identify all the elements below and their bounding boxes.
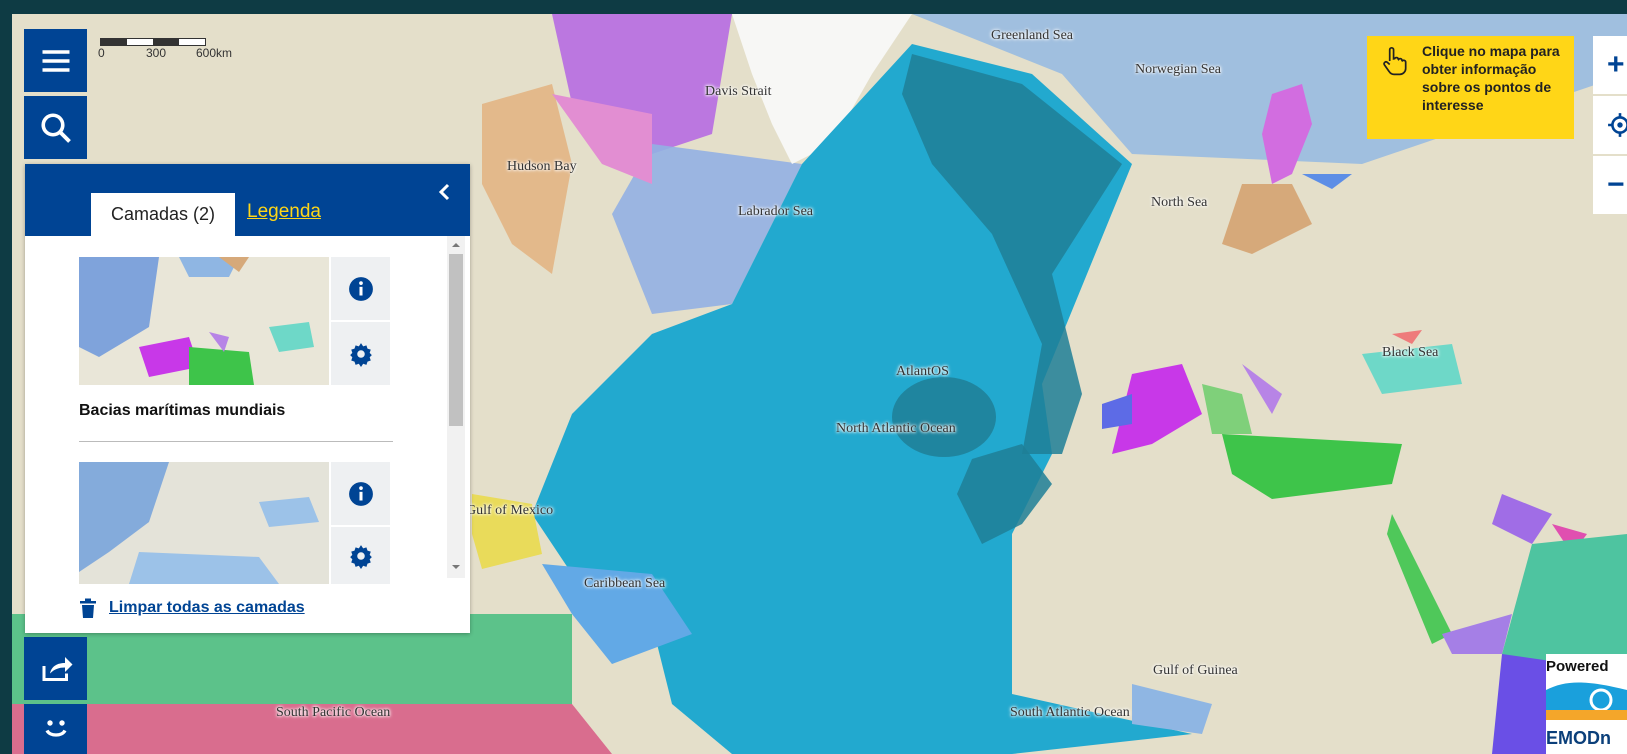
search-button[interactable] xyxy=(24,96,87,159)
tab-legend[interactable]: Legenda xyxy=(247,201,321,222)
layer-separator xyxy=(79,441,393,442)
label-hudson-bay: Hudson Bay xyxy=(507,159,577,174)
info-icon xyxy=(348,481,373,506)
emodnet-logo xyxy=(1546,682,1627,720)
label-caribbean-sea: Caribbean Sea xyxy=(584,576,666,591)
layers-panel: Camadas (2) Legenda Bacias marítimas mun… xyxy=(25,164,470,633)
label-davis-strait: Davis Strait xyxy=(705,84,772,99)
label-labrador-sea: Labrador Sea xyxy=(738,204,814,219)
scale-tick-300: 300 xyxy=(146,46,167,60)
powered-text: Powered xyxy=(1546,658,1609,675)
layer-settings-button[interactable] xyxy=(331,527,390,584)
zoom-out-icon: − xyxy=(1607,168,1625,201)
gear-icon xyxy=(349,342,372,367)
label-south-pacific-ocean: South Pacific Ocean xyxy=(276,705,391,720)
label-greenland-sea: Greenland Sea xyxy=(991,28,1074,43)
layer-thumbnail[interactable] xyxy=(79,462,329,584)
label-atlantos: AtlantOS xyxy=(896,364,949,379)
crosshair-icon xyxy=(1608,113,1627,137)
locate-button[interactable] xyxy=(1593,96,1627,154)
zoom-out-button[interactable]: − xyxy=(1593,156,1627,214)
scroll-up-icon[interactable] xyxy=(451,240,461,250)
scroll-down-icon[interactable] xyxy=(451,562,461,572)
share-button[interactable] xyxy=(24,637,87,700)
pointer-hand-icon xyxy=(1383,46,1407,76)
zoom-in-button[interactable]: + xyxy=(1593,36,1627,94)
label-gulf-of-mexico: Gulf of Mexico xyxy=(466,503,554,518)
info-icon xyxy=(348,276,373,301)
scrollbar-thumb[interactable] xyxy=(449,254,463,426)
layer-thumbnail-image xyxy=(79,462,329,584)
label-south-atlantic-ocean: South Atlantic Ocean xyxy=(1010,705,1130,720)
panel-header: Camadas (2) Legenda xyxy=(25,164,470,236)
layer-info-button[interactable] xyxy=(331,257,390,320)
panel-scrollbar[interactable] xyxy=(447,236,465,578)
trash-icon xyxy=(80,598,96,618)
collapse-panel-icon[interactable] xyxy=(433,180,457,204)
label-north-sea: North Sea xyxy=(1151,195,1208,210)
gear-icon xyxy=(349,544,372,569)
emodnet-brand: EMODn xyxy=(1546,728,1611,748)
zoom-in-icon: + xyxy=(1607,48,1625,81)
layer-settings-button[interactable] xyxy=(331,322,390,385)
label-north-atlantic-ocean: North Atlantic Ocean xyxy=(836,421,956,436)
hamburger-icon xyxy=(42,49,69,72)
clear-all-link[interactable]: Limpar todas as camadas xyxy=(109,599,305,616)
layer-thumbnail[interactable] xyxy=(79,257,329,385)
tab-layers[interactable]: Camadas (2) xyxy=(91,193,235,236)
feedback-button[interactable] xyxy=(24,704,87,754)
layer-info-button[interactable] xyxy=(331,462,390,525)
menu-button[interactable] xyxy=(24,29,87,92)
layer-name: Bacias marítimas mundiais xyxy=(79,402,286,419)
scale-bar: 0 300 600km xyxy=(98,38,240,62)
scale-tick-0: 0 xyxy=(98,46,105,60)
scale-tick-600km: 600km xyxy=(196,46,233,60)
map-info-tooltip: Clique no mapa para obter informação sob… xyxy=(1367,36,1574,139)
label-black-sea: Black Sea xyxy=(1382,345,1439,360)
share-icon xyxy=(42,656,72,681)
smile-icon xyxy=(45,720,66,737)
info-tip-text: Clique no mapa para obter informação sob… xyxy=(1422,43,1560,113)
clear-all-layers[interactable]: Limpar todas as camadas xyxy=(79,598,305,618)
powered-by-badge[interactable]: Powered EMODn xyxy=(1546,654,1627,754)
search-icon xyxy=(40,112,71,143)
layer-thumbnail-image xyxy=(79,257,329,385)
label-gulf-of-guinea: Gulf of Guinea xyxy=(1153,663,1238,678)
label-norwegian-sea: Norwegian Sea xyxy=(1135,62,1221,77)
